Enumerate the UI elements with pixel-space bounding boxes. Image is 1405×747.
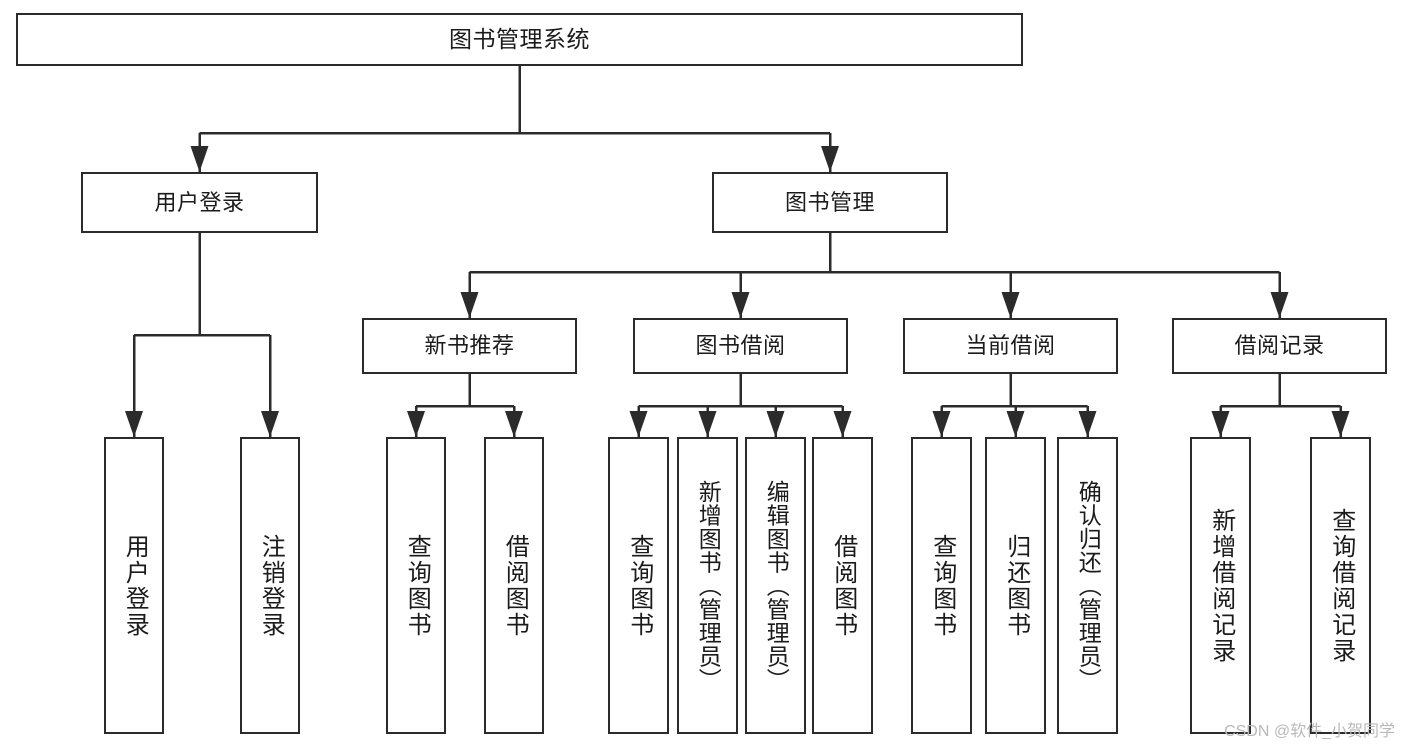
node-label: 借阅图书	[829, 533, 857, 638]
node-label: 查询图书	[403, 533, 431, 638]
node-label: 查询图书	[625, 533, 653, 638]
node-leaf-query-rec[interactable]: 查询借阅记录	[1310, 437, 1371, 734]
node-label: 查询借阅记录	[1327, 507, 1355, 664]
node-label: 当前借阅	[965, 333, 1056, 359]
node-leaf-return[interactable]: 归还图书	[985, 437, 1046, 734]
node-label: 编辑图书（管理员）	[763, 479, 790, 692]
node-label: 图书管理	[784, 189, 875, 215]
node-label: 确认归还（管理员）	[1075, 479, 1102, 692]
node-leaf-add-rec[interactable]: 新增借阅记录	[1190, 437, 1251, 734]
node-book-manage[interactable]: 图书管理	[712, 172, 948, 233]
node-label: 查询图书	[928, 533, 956, 638]
node-label: 归还图书	[1002, 533, 1030, 638]
node-leaf-borrow-2[interactable]: 借阅图书	[812, 437, 873, 734]
watermark-label: CSDN @软件_小贺同学	[1224, 723, 1395, 740]
node-current-borrow[interactable]: 当前借阅	[903, 318, 1118, 374]
node-borrow-record[interactable]: 借阅记录	[1172, 318, 1387, 374]
node-leaf-query-3[interactable]: 查询图书	[911, 437, 972, 734]
node-label: 借阅图书	[501, 533, 529, 638]
node-leaf-user-login[interactable]: 用户登录	[104, 437, 164, 734]
node-leaf-edit-book[interactable]: 编辑图书（管理员）	[745, 437, 806, 734]
node-label: 注销登录	[257, 533, 285, 638]
node-label: 图书管理系统	[449, 25, 590, 52]
node-user-login[interactable]: 用户登录	[81, 172, 318, 233]
node-leaf-query-1[interactable]: 查询图书	[386, 437, 446, 734]
node-label: 新增借阅记录	[1207, 507, 1235, 664]
node-leaf-confirm[interactable]: 确认归还（管理员）	[1057, 437, 1118, 734]
node-label: 新书推荐	[424, 333, 515, 359]
node-leaf-query-2[interactable]: 查询图书	[608, 437, 669, 734]
node-label: 新增图书（管理员）	[695, 479, 722, 692]
node-new-book-rec[interactable]: 新书推荐	[362, 318, 577, 374]
node-leaf-logout[interactable]: 注销登录	[240, 437, 300, 734]
node-label: 用户登录	[154, 189, 245, 215]
node-leaf-borrow-1[interactable]: 借阅图书	[484, 437, 544, 734]
node-label: 图书借阅	[695, 333, 786, 359]
node-book-borrow[interactable]: 图书借阅	[633, 318, 848, 374]
node-label: 借阅记录	[1234, 333, 1325, 359]
node-leaf-add-book[interactable]: 新增图书（管理员）	[677, 437, 738, 734]
node-label: 用户登录	[121, 533, 149, 638]
node-root[interactable]: 图书管理系统	[16, 13, 1023, 66]
